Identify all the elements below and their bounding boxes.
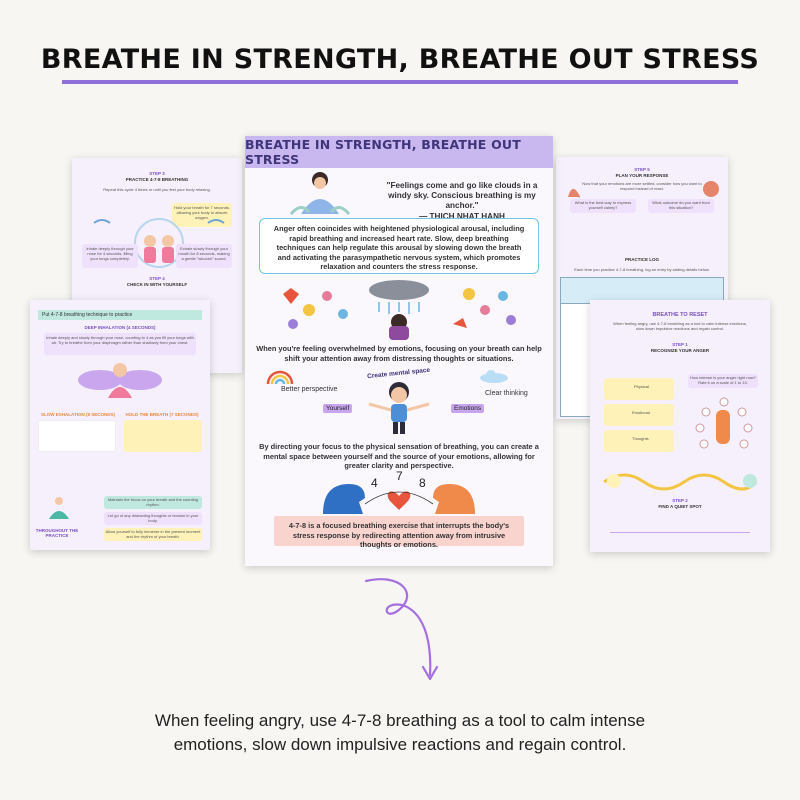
step-label: STEP 3	[149, 171, 165, 176]
step5-intro: Now that your emotions are more settled,…	[582, 181, 702, 191]
curly-arrow-icon	[364, 578, 439, 681]
caption: When feeling angry, use 4-7-8 breathing …	[0, 709, 800, 757]
step1-label: STEP 1	[672, 342, 688, 347]
note-1: Maintain the focus on your breath and th…	[104, 496, 202, 509]
label-yourself: Yourself	[323, 404, 353, 413]
reset-intro: When feeling angry, use 4-7-8 breathing …	[613, 321, 747, 331]
deep-title: DEEP INHALATION (4 SECONDS)	[84, 325, 156, 330]
label-better-perspective: Better perspective	[281, 386, 338, 393]
step4-title: CHECK IN WITH YOURSELF	[126, 282, 188, 287]
meditation-figure-icon	[78, 363, 162, 398]
note-3: Allow yourself to fully immerse in the p…	[104, 528, 202, 541]
headline-underline	[62, 80, 738, 84]
breathing-heads-illustration	[323, 484, 475, 514]
sheet-breathe-to-reset: BREATHE TO RESET When feeling angry, use…	[590, 300, 770, 552]
hold-title: HOLD THE BREATH (7 SECONDS)	[125, 412, 199, 417]
slow-title: SLOW EXHALATION (8 SECONDS)	[41, 412, 115, 417]
step5-label: STEP 5	[634, 167, 650, 172]
brain-icon	[703, 181, 719, 197]
step2-label: STEP 2	[672, 498, 688, 503]
number-8: 8	[419, 476, 426, 490]
sheet-main-breathe: BREATHE IN STRENGTH, BREATHE OUT STRESS …	[245, 136, 553, 566]
intensity-question: How intense is your anger right now? Rat…	[688, 374, 758, 388]
meditating-woman-icon	[289, 172, 351, 215]
anger-info-box: Anger often coincides with heightened ph…	[259, 218, 539, 274]
hold-box: Hold your breath for 7 seconds, allowing…	[172, 203, 232, 227]
cloud-icon	[480, 370, 508, 383]
number-7: 7	[396, 469, 403, 483]
quote: "Feelings come and go like clouds in a w…	[377, 181, 547, 222]
slow-text-box	[38, 420, 116, 452]
practice-log-title: PRACTICE LOG	[624, 257, 659, 262]
step2-title: FIND A QUIET SPOT	[658, 504, 702, 509]
technique-info-box: 4-7-8 is a focused breathing exercise th…	[274, 516, 524, 549]
reset-title: BREATHE TO RESET	[652, 312, 708, 318]
step-title: PRACTICE 4-7-8 BREATHING	[125, 177, 189, 182]
number-4: 4	[371, 476, 378, 490]
breath-wave-icon	[603, 473, 758, 491]
boy-stretching-icon	[368, 382, 430, 434]
thoughts-box: Thoughts	[604, 430, 674, 452]
rabbit-icon	[568, 188, 580, 198]
question-2: What outcome do you want from this situa…	[648, 199, 714, 213]
breathing-illustration	[93, 218, 225, 268]
emotions-storm-illustration	[283, 280, 516, 340]
divider	[610, 532, 750, 533]
note-2: Let go of any distracting thoughts or te…	[104, 512, 202, 525]
practice-log-intro: Each time you practice 4-7-8 breathing, …	[574, 267, 710, 272]
caption-line-1: When feeling angry, use 4-7-8 breathing …	[154, 711, 646, 730]
step1-title: RECOGNIZE YOUR ANGER	[650, 348, 710, 353]
physical-box: Physical	[604, 378, 674, 400]
step5-title: PLAN YOUR RESPONSE	[615, 173, 669, 178]
quote-author: — THICH NHAT HANH	[419, 212, 505, 221]
overwhelm-text: When you're feeling overwhelmed by emoti…	[256, 344, 542, 363]
deep-text: Inhale deeply and slowly through your no…	[44, 333, 196, 355]
anger-scale-icon	[695, 397, 753, 449]
hold-text-box	[124, 420, 202, 452]
exhale-box: Exhale slowly through your mouth for 8 s…	[176, 244, 232, 268]
caption-line-2: emotions, slow down impulsive reactions …	[173, 735, 627, 754]
yoga-figure-icon	[49, 497, 69, 519]
throughout-title: THROUGHOUT THE PRACTICE	[35, 528, 79, 538]
focus-text: By directing your focus to the physical …	[259, 442, 539, 471]
label-emotions: Emotions	[451, 404, 485, 413]
rainbow-icon	[266, 370, 294, 385]
practice-header: Put 4-7-8 breathing technique to practic…	[38, 310, 202, 320]
step4-label: STEP 4	[149, 276, 165, 281]
sheet-practice-technique: Put 4-7-8 breathing technique to practic…	[30, 300, 210, 550]
quote-text: "Feelings come and go like clouds in a w…	[386, 181, 538, 210]
center-title: BREATHE IN STRENGTH, BREATHE OUT STRESS	[245, 136, 553, 168]
step-intro: Repeat this cycle 4 times or until you f…	[103, 187, 211, 192]
headline: BREATHE IN STRENGTH, BREATHE OUT STRESS	[40, 44, 760, 75]
question-1: What is the best way to express yourself…	[570, 199, 636, 213]
label-clear-thinking: Clear thinking	[485, 390, 528, 397]
emotional-box: Emotional	[604, 404, 674, 426]
inhale-box: Inhale deeply through your nose for 4 se…	[82, 244, 138, 268]
